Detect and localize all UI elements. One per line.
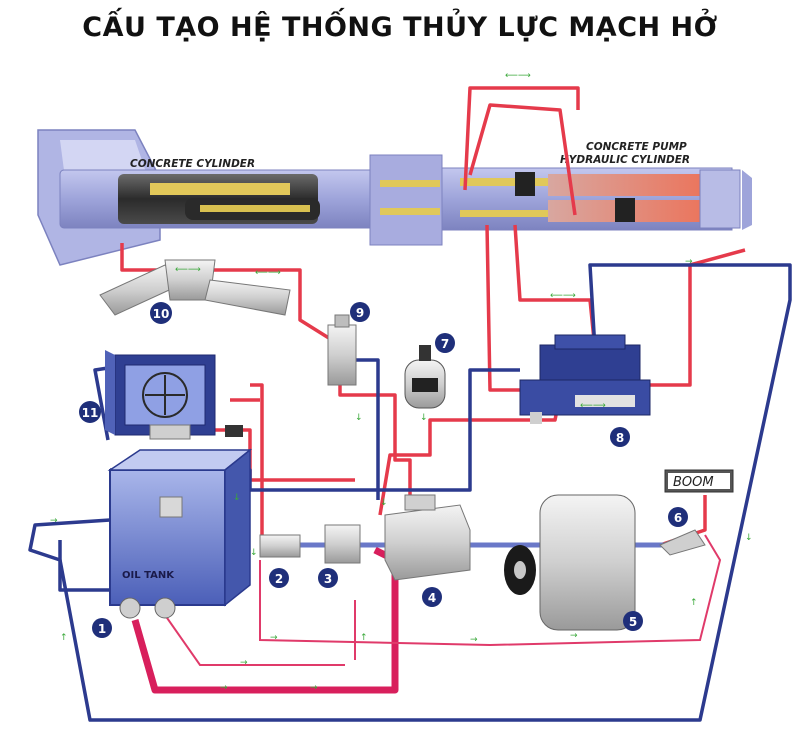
- badge-11: 11: [79, 401, 101, 423]
- diagram-title: CẤU TẠO HỆ THỐNG THỦY LỰC MẠCH HỞ: [82, 12, 718, 43]
- svg-text:7: 7: [441, 337, 449, 351]
- svg-text:↑: ↑: [360, 633, 368, 643]
- motor-coupling: [259, 524, 361, 564]
- badge-9: 9: [350, 302, 370, 322]
- pump-cylinder-label-line1: CONCRETE PUMP: [586, 141, 687, 153]
- oil-tank: OIL TANK: [107, 448, 253, 619]
- badge-5: 5: [623, 611, 643, 631]
- svg-text:2: 2: [275, 572, 283, 586]
- svg-text:↓: ↓: [355, 413, 363, 423]
- svg-text:6: 6: [674, 511, 682, 525]
- accumulator: [404, 345, 446, 409]
- pump-cylinder-label-line2: HYDRAULIC CYLINDER: [560, 154, 690, 166]
- svg-text:⟵⟶: ⟵⟶: [505, 71, 531, 81]
- svg-text:→: →: [470, 635, 478, 645]
- boom-label: BOOM: [673, 475, 714, 490]
- badge-2: 2: [269, 568, 289, 588]
- svg-text:11: 11: [82, 406, 99, 420]
- svg-text:↑: ↑: [690, 598, 698, 608]
- svg-text:→: →: [50, 516, 58, 526]
- svg-text:→: →: [685, 257, 693, 267]
- directional-valve: [519, 334, 651, 424]
- badge-3: 3: [318, 568, 338, 588]
- svg-text:9: 9: [356, 306, 364, 320]
- svg-text:→: →: [570, 631, 578, 641]
- svg-text:⟵⟶: ⟵⟶: [550, 291, 576, 301]
- concrete-cylinder-assembly: [37, 129, 752, 266]
- svg-text:3: 3: [324, 572, 332, 586]
- svg-text:↓: ↓: [745, 533, 753, 543]
- swing-valve: [99, 259, 291, 316]
- svg-text:↑: ↑: [60, 633, 68, 643]
- badge-10: 10: [150, 302, 172, 324]
- oil-tank-label: OIL TANK: [122, 570, 175, 581]
- svg-text:↓: ↓: [380, 498, 388, 508]
- flow-arrows: ⟵⟶ ⟵⟶ ⟵⟶ ⟵⟶ ⟵⟶ → → → → → → → → ↓ ↓ ↓ ↓ ↓…: [50, 71, 753, 693]
- concrete-cylinder-label: CONCRETE CYLINDER: [130, 158, 255, 170]
- svg-text:↓: ↓: [250, 548, 258, 558]
- svg-text:↓: ↓: [233, 493, 241, 503]
- svg-text:5: 5: [629, 615, 637, 629]
- hydraulic-pump: [384, 494, 471, 581]
- svg-text:→: →: [270, 633, 278, 643]
- svg-text:10: 10: [153, 307, 170, 321]
- engine-gearbox: [504, 494, 636, 631]
- svg-text:↓: ↓: [420, 413, 428, 423]
- badge-8: 8: [610, 427, 630, 447]
- svg-text:8: 8: [616, 431, 624, 445]
- valve-9: [327, 314, 357, 386]
- svg-text:→: →: [220, 683, 228, 693]
- svg-text:→: →: [310, 683, 318, 693]
- badge-1: 1: [92, 618, 112, 638]
- svg-text:→: →: [240, 658, 248, 668]
- boom-connector: BOOM: [659, 469, 734, 556]
- svg-text:⟵⟶: ⟵⟶: [175, 265, 201, 275]
- svg-text:1: 1: [98, 622, 106, 636]
- badge-4: 4: [422, 587, 442, 607]
- badge-7: 7: [435, 333, 455, 353]
- oil-cooler: [105, 350, 243, 440]
- svg-text:⟵⟶: ⟵⟶: [580, 401, 606, 411]
- badge-6: 6: [668, 507, 688, 527]
- svg-text:⟵⟶: ⟵⟶: [255, 268, 281, 278]
- svg-text:4: 4: [428, 591, 436, 605]
